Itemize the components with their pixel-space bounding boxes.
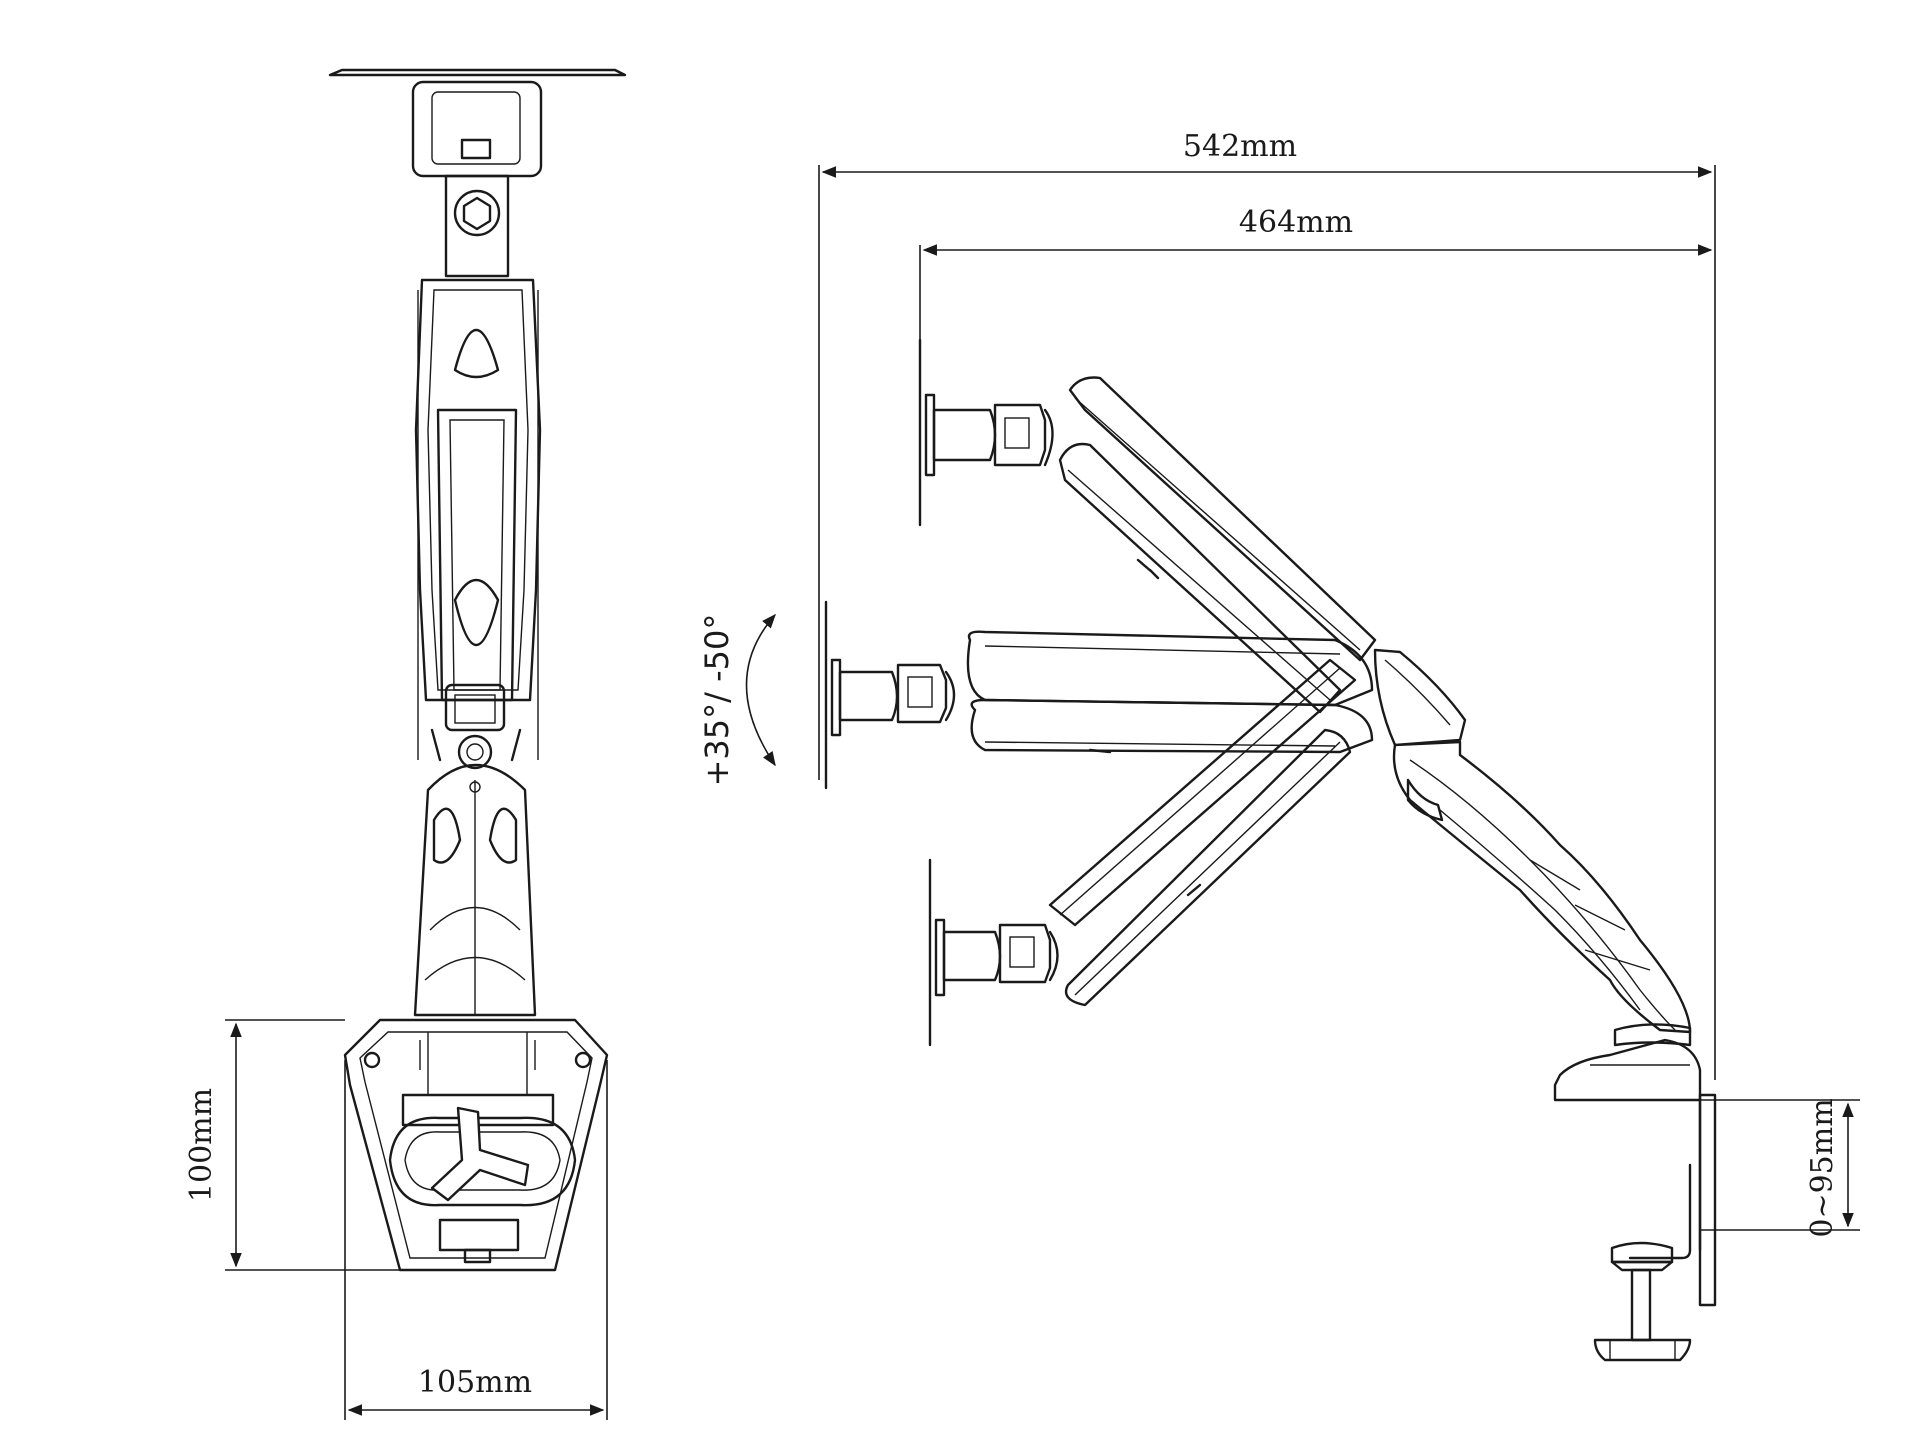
side-view: 542mm 464mm +35°/ -50°	[698, 129, 1860, 1362]
base-width-label: 105mm	[418, 1365, 532, 1400]
top-view: 100mm 105mm	[184, 68, 627, 1420]
monitor-position-level	[824, 600, 1374, 790]
middle-joint	[430, 683, 522, 770]
clamp-range-label: 0~95mm	[1805, 1098, 1840, 1237]
desk-clamp	[1553, 1038, 1717, 1362]
base-height-label: 100mm	[184, 1088, 219, 1202]
base-height-dimension: 100mm	[184, 1019, 400, 1271]
total-reach-dimension: 542mm	[818, 129, 1716, 1080]
total-reach-label: 542mm	[1183, 129, 1297, 164]
vesa-plate-top	[328, 68, 627, 178]
monitor-position-up	[918, 338, 1377, 714]
arm-column	[1373, 648, 1692, 1047]
lower-arm-top	[413, 763, 537, 1017]
tilt-label: +35°/ -50°	[698, 614, 736, 787]
base-width-dimension: 105mm	[344, 1060, 608, 1420]
clamp-base-top	[343, 1018, 609, 1272]
monitor-position-down	[928, 658, 1357, 1047]
upper-arm-top	[414, 278, 542, 760]
tilt-indicator: +35°/ -50°	[698, 614, 776, 787]
upper-joint	[444, 174, 510, 278]
arm-reach-dimension: 464mm	[919, 205, 1713, 340]
clamp-range-dimension: 0~95mm	[1700, 1098, 1860, 1238]
arm-reach-label: 464mm	[1239, 205, 1353, 240]
